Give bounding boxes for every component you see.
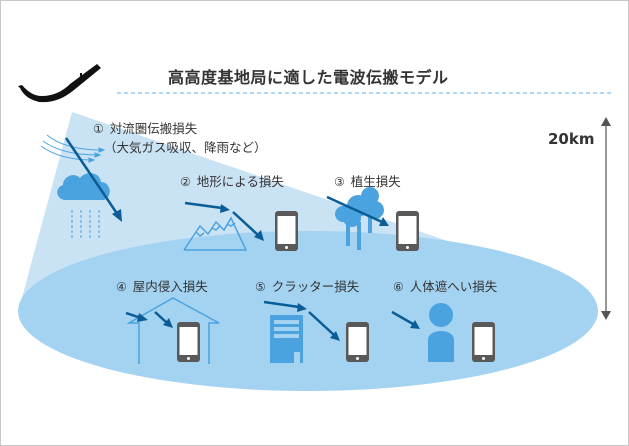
loss-name: クラッター損失	[271, 279, 360, 294]
altitude-arrow	[601, 117, 611, 320]
loss-name: 地形による損失	[196, 174, 284, 189]
mountain-icon	[183, 216, 248, 251]
signal-arrow	[125, 311, 173, 328]
loss-name: 対流圏伝搬損失	[109, 121, 198, 136]
loss-number: ⑥	[393, 280, 404, 294]
loss-number: ⑤	[255, 280, 266, 294]
smartphone-icon	[346, 322, 369, 362]
cloud-rain-icon	[57, 173, 110, 238]
loss-label-2: ② 地形による損失	[180, 171, 284, 190]
loss-name: 植生損失	[350, 174, 401, 189]
loss-label-5: ⑤ クラッター損失	[255, 276, 359, 295]
loss-label-3: ③ 植生損失	[334, 171, 401, 190]
tree-icon	[335, 187, 384, 250]
house-icon	[126, 297, 220, 364]
loss-name: 屋内侵入損失	[132, 279, 208, 294]
smartphone-icon	[177, 322, 200, 362]
smartphone-icon	[275, 211, 298, 251]
altitude-label: 20km	[548, 130, 595, 148]
loss-label-1: ① 対流圏伝搬損失	[93, 118, 197, 137]
loss-number: ④	[116, 280, 127, 294]
loss-number: ①	[93, 122, 104, 136]
building-icon	[270, 315, 303, 363]
wind-icon	[40, 134, 106, 163]
person-icon	[428, 303, 454, 362]
signal-arrow	[263, 300, 340, 341]
haps-aircraft-icon	[18, 64, 101, 103]
signal-arrow	[391, 310, 420, 329]
diagram-title: 高高度基地局に適した電波伝搬モデル	[168, 68, 449, 87]
smartphone-icon	[472, 322, 495, 362]
loss-number: ③	[334, 175, 345, 189]
signal-arrow	[184, 201, 264, 241]
loss-sublabel-1: （大気ガス吸収、降雨など）	[104, 140, 267, 155]
loss-label-4: ④ 屋内侵入損失	[116, 276, 208, 295]
signal-arrow	[64, 137, 122, 222]
signal-arrow	[326, 195, 389, 226]
coverage-ground-ellipse	[18, 231, 598, 391]
loss-number: ②	[180, 175, 191, 189]
smartphone-icon	[396, 211, 419, 251]
loss-name: 人体遮へい損失	[409, 279, 498, 294]
loss-label-6: ⑥ 人体遮へい損失	[393, 276, 497, 295]
